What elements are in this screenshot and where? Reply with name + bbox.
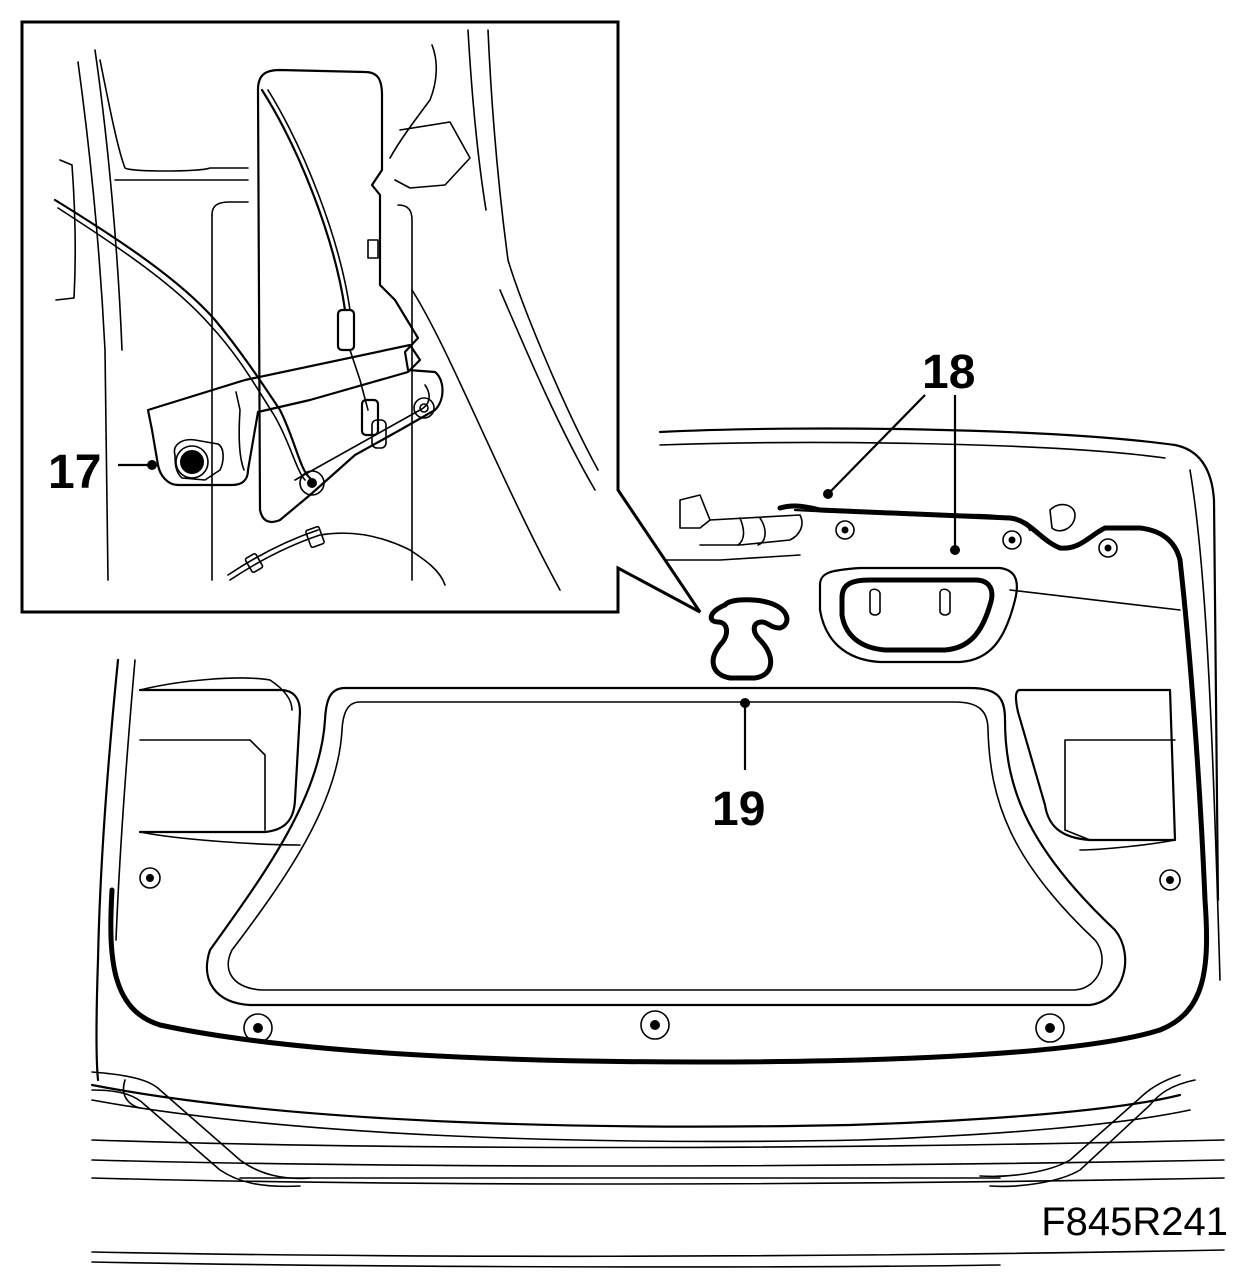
bolt	[243, 1013, 273, 1043]
bolt	[1159, 869, 1181, 891]
leader-lines	[118, 394, 960, 770]
callout-19: 19	[712, 783, 765, 836]
bolt	[139, 867, 161, 889]
inner-panel-outer	[205, 686, 1127, 1007]
bolt	[1002, 530, 1022, 550]
clip-19	[708, 597, 790, 681]
bolt	[1098, 538, 1118, 558]
callout-18: 18	[922, 346, 975, 399]
callout-17: 17	[48, 446, 101, 499]
bolt	[1035, 1013, 1065, 1043]
lock-nut-17	[173, 438, 224, 481]
detail-inset	[20, 20, 702, 614]
inset-frame	[20, 20, 702, 614]
seal-channel	[108, 503, 1209, 1065]
bolt	[835, 520, 855, 540]
bolt	[640, 1010, 670, 1040]
figure-code: F845R241	[1041, 1200, 1228, 1244]
car-body-below	[91, 1071, 1225, 1268]
inner-panel-inner	[227, 701, 1103, 991]
trunk-lid	[90, 427, 1221, 1143]
